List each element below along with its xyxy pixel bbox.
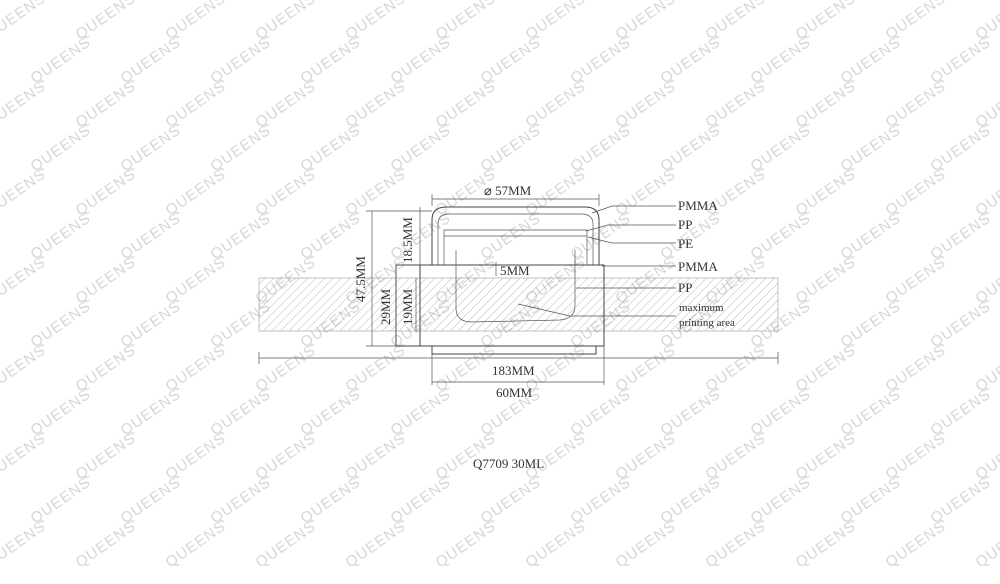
part-label-pp-top: PP — [678, 217, 692, 232]
watermark-text: QUEENS — [73, 518, 140, 572]
watermark-text: QUEENS — [0, 518, 49, 572]
cap-outer — [431, 206, 600, 265]
diameter-label: ⌀ 57MM — [484, 183, 532, 198]
inner-height-label: 19MM — [400, 288, 415, 325]
part-label-pmma-mid: PMMA — [678, 259, 718, 274]
cap-inner — [437, 213, 594, 265]
watermark-text: QUEENS — [343, 518, 410, 572]
watermark-text: QUEENS — [0, 386, 4, 440]
watermark-text: QUEENS — [0, 342, 49, 396]
printing-area-band — [258, 277, 779, 332]
watermark-text: QUEENS — [523, 518, 590, 572]
watermark-text: QUEENS — [0, 0, 49, 43]
part-label-max-print-2: printing area — [679, 317, 735, 329]
watermark-text: QUEENS — [973, 342, 1000, 396]
watermark-text: QUEENS — [973, 166, 1000, 220]
drawing-title: Q7709 30ML — [473, 456, 544, 471]
watermark-text: QUEENS — [0, 34, 4, 88]
overall-width-label: 183MM — [492, 363, 535, 378]
part-label-max-print-1: maximum — [679, 302, 724, 314]
part-label-pe: PE — [678, 236, 693, 251]
base-width-label: 60MM — [496, 385, 533, 400]
watermark-text: QUEENS — [0, 122, 4, 176]
watermark-text: QUEENS — [253, 518, 320, 572]
watermark-text: QUEENS — [973, 78, 1000, 132]
leader-lines — [517, 205, 676, 317]
watermark-text: QUEENS — [973, 254, 1000, 308]
watermark-text: QUEENS — [0, 254, 49, 308]
dimension-lines — [258, 194, 779, 385]
base-foot — [431, 346, 597, 355]
watermark-text: QUEENS — [433, 518, 500, 572]
cap-liner — [443, 229, 588, 265]
watermark-text: QUEENS — [973, 430, 1000, 484]
watermark-text: QUEENS — [0, 210, 4, 264]
total-height-label: 47.5MM — [353, 256, 368, 302]
inner-cup — [455, 250, 576, 323]
part-label-pp-bottom: PP — [678, 280, 692, 295]
watermark-text: QUEENS — [703, 518, 770, 572]
watermark-text: QUEENS — [0, 166, 49, 220]
watermark-text: QUEENS — [0, 430, 49, 484]
watermark-text: QUEENS — [883, 518, 950, 572]
body-height-label: 29MM — [378, 288, 393, 325]
watermark-text: QUEENS — [973, 518, 1000, 572]
watermark-text: QUEENS — [0, 474, 4, 528]
watermark-text: QUEENS — [793, 518, 860, 572]
step-label: 5MM — [500, 263, 530, 278]
watermark-text: QUEENS — [0, 78, 49, 132]
cap-height-label: 18.5MM — [400, 217, 415, 263]
part-label-pmma-top: PMMA — [678, 198, 718, 213]
watermark-text: QUEENS — [163, 518, 230, 572]
watermark-text: QUEENS — [0, 298, 4, 352]
watermark-text: QUEENS — [613, 518, 680, 572]
